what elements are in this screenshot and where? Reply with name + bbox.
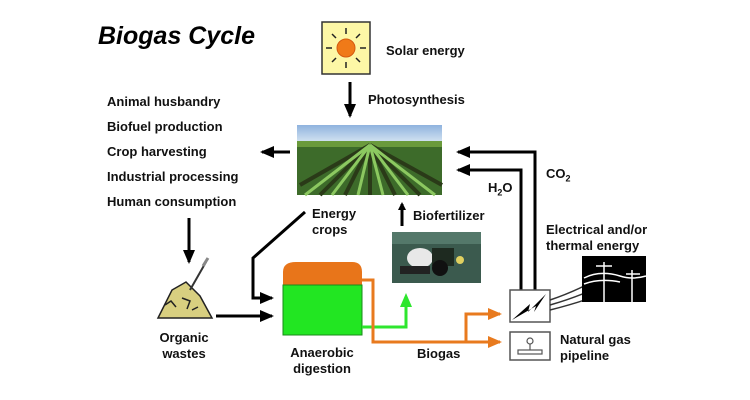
biogas-to-generator-arrow [464, 308, 502, 342]
h2o-main: H [488, 180, 498, 195]
use-item: Biofuel production [107, 119, 223, 134]
digester-tank-icon [282, 262, 363, 336]
anaerobic-line1: Anaerobic [290, 345, 354, 360]
anaerobic-line2: digestion [293, 361, 351, 376]
h2o-rest: O [502, 180, 513, 195]
power-lines-icon [582, 256, 647, 302]
co2-sub: 2 [565, 173, 571, 184]
biofertilizer-label: Biofertilizer [413, 208, 485, 223]
gas-valve-icon [509, 331, 551, 361]
biogas-label: Biogas [417, 346, 461, 361]
biogas-flow-line [362, 278, 502, 348]
energy-crops-label: Energy crops [312, 206, 356, 238]
organic-wastes-label: Organic wastes [154, 330, 214, 362]
sun-icon [321, 21, 371, 75]
h2o-label: H2O [488, 180, 513, 201]
use-item: Crop harvesting [107, 144, 207, 159]
organic-line1: Organic [159, 330, 209, 345]
crop-field-image [297, 125, 443, 197]
co2-label: CO2 [546, 166, 571, 187]
natural-gas-label: Natural gas pipeline [560, 332, 631, 364]
h2o-sub: 2 [497, 187, 503, 198]
co2-main: CO [546, 166, 566, 181]
electrical-line1: Electrical and/or [546, 222, 648, 237]
electrical-line2: thermal energy [546, 238, 640, 253]
natural-gas-line1: Natural gas [560, 332, 631, 347]
tractor-image [392, 232, 481, 283]
use-item: Human consumption [107, 194, 237, 209]
photosynthesis-label: Photosynthesis [368, 92, 465, 107]
anaerobic-digestion-label: Anaerobic digestion [282, 345, 362, 377]
solar-energy-label: Solar energy [386, 43, 465, 58]
waste-pile-icon [156, 257, 214, 319]
lightning-icon [509, 289, 551, 323]
co2-return-arrow [456, 146, 537, 290]
diagram-title: Biogas Cycle [98, 22, 256, 50]
electrical-energy-label: Electrical and/or thermal energy [546, 222, 647, 254]
fertilizer-flow-arrow [362, 293, 412, 329]
crops-to-digester-arrow [251, 210, 306, 304]
energy-crops-line1: Energy [312, 206, 357, 221]
natural-gas-line2: pipeline [560, 348, 610, 363]
organic-line2: wastes [162, 346, 206, 361]
use-item: Industrial processing [107, 169, 239, 184]
h2o-return-arrow [456, 164, 523, 290]
energy-crops-line2: crops [312, 222, 348, 237]
use-item: Animal husbandry [107, 94, 221, 109]
